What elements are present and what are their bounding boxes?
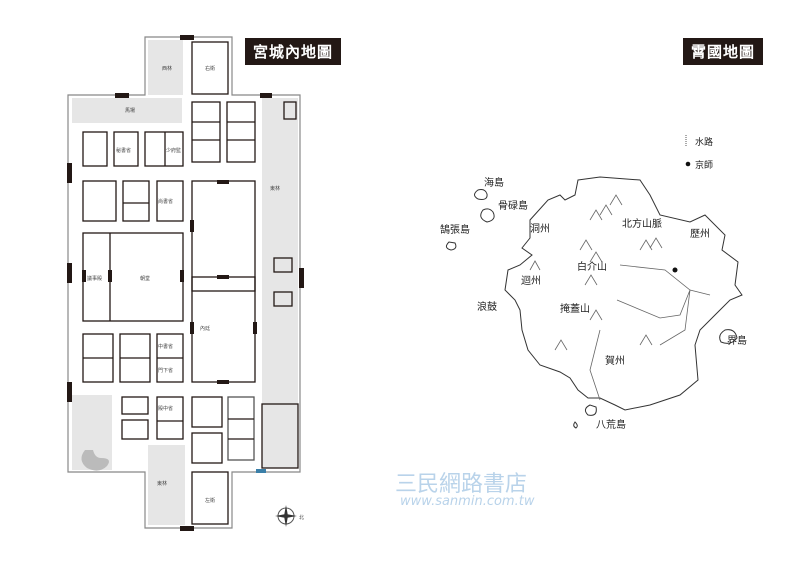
- watermark-name: 三民網路書店: [395, 472, 528, 497]
- label-zhongshu: 中書省: [158, 343, 173, 350]
- place-hai-island: 海島: [484, 176, 504, 189]
- place-gulu-island: 骨碌島: [498, 199, 528, 212]
- label-shangshu: 尚書省: [158, 198, 173, 205]
- place-bahuang-island: 八荒島: [596, 418, 626, 431]
- place-jie-island: 界島: [727, 334, 747, 347]
- place-hui-province: 迴州: [521, 274, 541, 287]
- label-right-guard: 右衛: [205, 65, 215, 72]
- place-he-province: 賀州: [605, 355, 625, 367]
- label-horse-field: 馬場: [125, 107, 135, 114]
- place-huzhang-island: 鵠張島: [440, 223, 470, 236]
- place-yangai-mountain: 掩蓋山: [560, 302, 590, 315]
- place-northern-mountains: 北方山脈: [622, 217, 662, 230]
- legend-capital: 京師: [695, 159, 713, 171]
- label-east-forest: 東林: [270, 185, 280, 192]
- label-court-hall: 朝堂: [140, 275, 150, 282]
- compass-rose-icon: 北: [275, 505, 304, 527]
- legend-waterway: 水路: [695, 136, 713, 148]
- label-inner-court: 內廷: [200, 325, 210, 332]
- place-langgu: 浪鼓: [477, 300, 497, 313]
- watermark-url: www.sanmin.com.tw: [400, 494, 535, 509]
- compass-north-label: 北: [299, 514, 304, 521]
- palace-map-title: 宮城內地圖: [245, 38, 342, 65]
- label-palace-office: 殿中省: [158, 405, 173, 412]
- place-baijie-mountain: 白介山: [577, 260, 607, 273]
- label-menxia: 門下省: [158, 367, 173, 374]
- label-shaofu: 少府監: [166, 147, 181, 154]
- label-west-forest: 西林: [162, 65, 172, 72]
- place-dong-province: 洞州: [530, 223, 550, 235]
- capital-legend-icon: [685, 161, 691, 167]
- label-archive: 秘書省: [116, 147, 131, 154]
- country-map-title: 霄國地圖: [683, 38, 764, 65]
- place-li-province: 歷州: [690, 228, 710, 240]
- label-east-forest-2: 東林: [157, 480, 167, 487]
- label-council-hall: 議事殿: [87, 275, 102, 282]
- label-left-guard: 左衛: [205, 497, 215, 504]
